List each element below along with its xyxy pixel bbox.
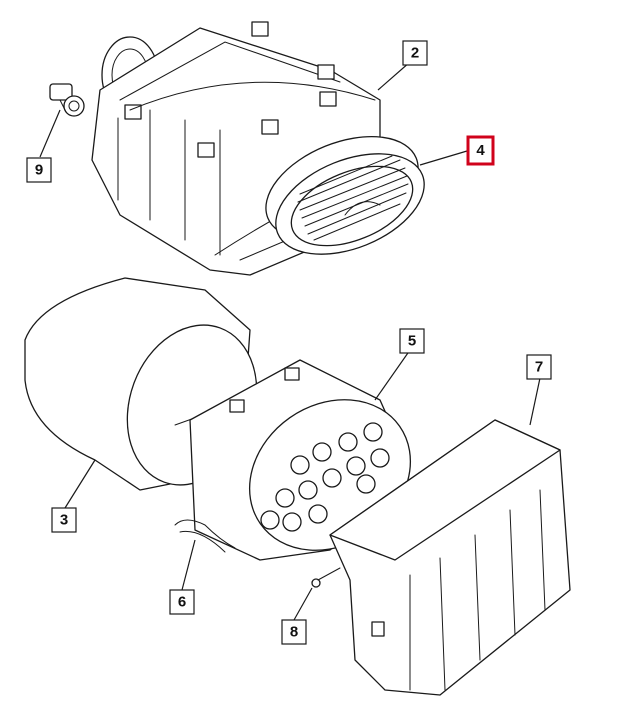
dust-bowl-part-7	[329, 419, 571, 696]
callout-5: 5	[399, 328, 425, 354]
tube-array	[260, 422, 390, 532]
callout-6: 6	[169, 589, 195, 615]
grille-cover-part-4	[275, 153, 425, 255]
clip-part-6	[174, 519, 236, 553]
callout-4: 4	[466, 135, 495, 166]
svg-text:2: 2	[411, 45, 419, 62]
callout-2: 2	[402, 40, 428, 66]
svg-text:5: 5	[408, 333, 416, 350]
svg-text:3: 3	[60, 512, 68, 529]
callout-9: 9	[26, 157, 52, 183]
sensor-part-9	[49, 83, 85, 117]
callout-8: 8	[281, 619, 307, 645]
svg-text:7: 7	[535, 359, 543, 376]
leader-lines	[39, 61, 541, 621]
screw-part-8	[311, 567, 341, 588]
svg-text:9: 9	[35, 162, 43, 179]
svg-text:6: 6	[178, 594, 186, 611]
callout-7: 7	[526, 354, 552, 380]
svg-text:8: 8	[290, 624, 298, 641]
callout-3: 3	[51, 507, 77, 533]
svg-text:4: 4	[476, 142, 485, 159]
